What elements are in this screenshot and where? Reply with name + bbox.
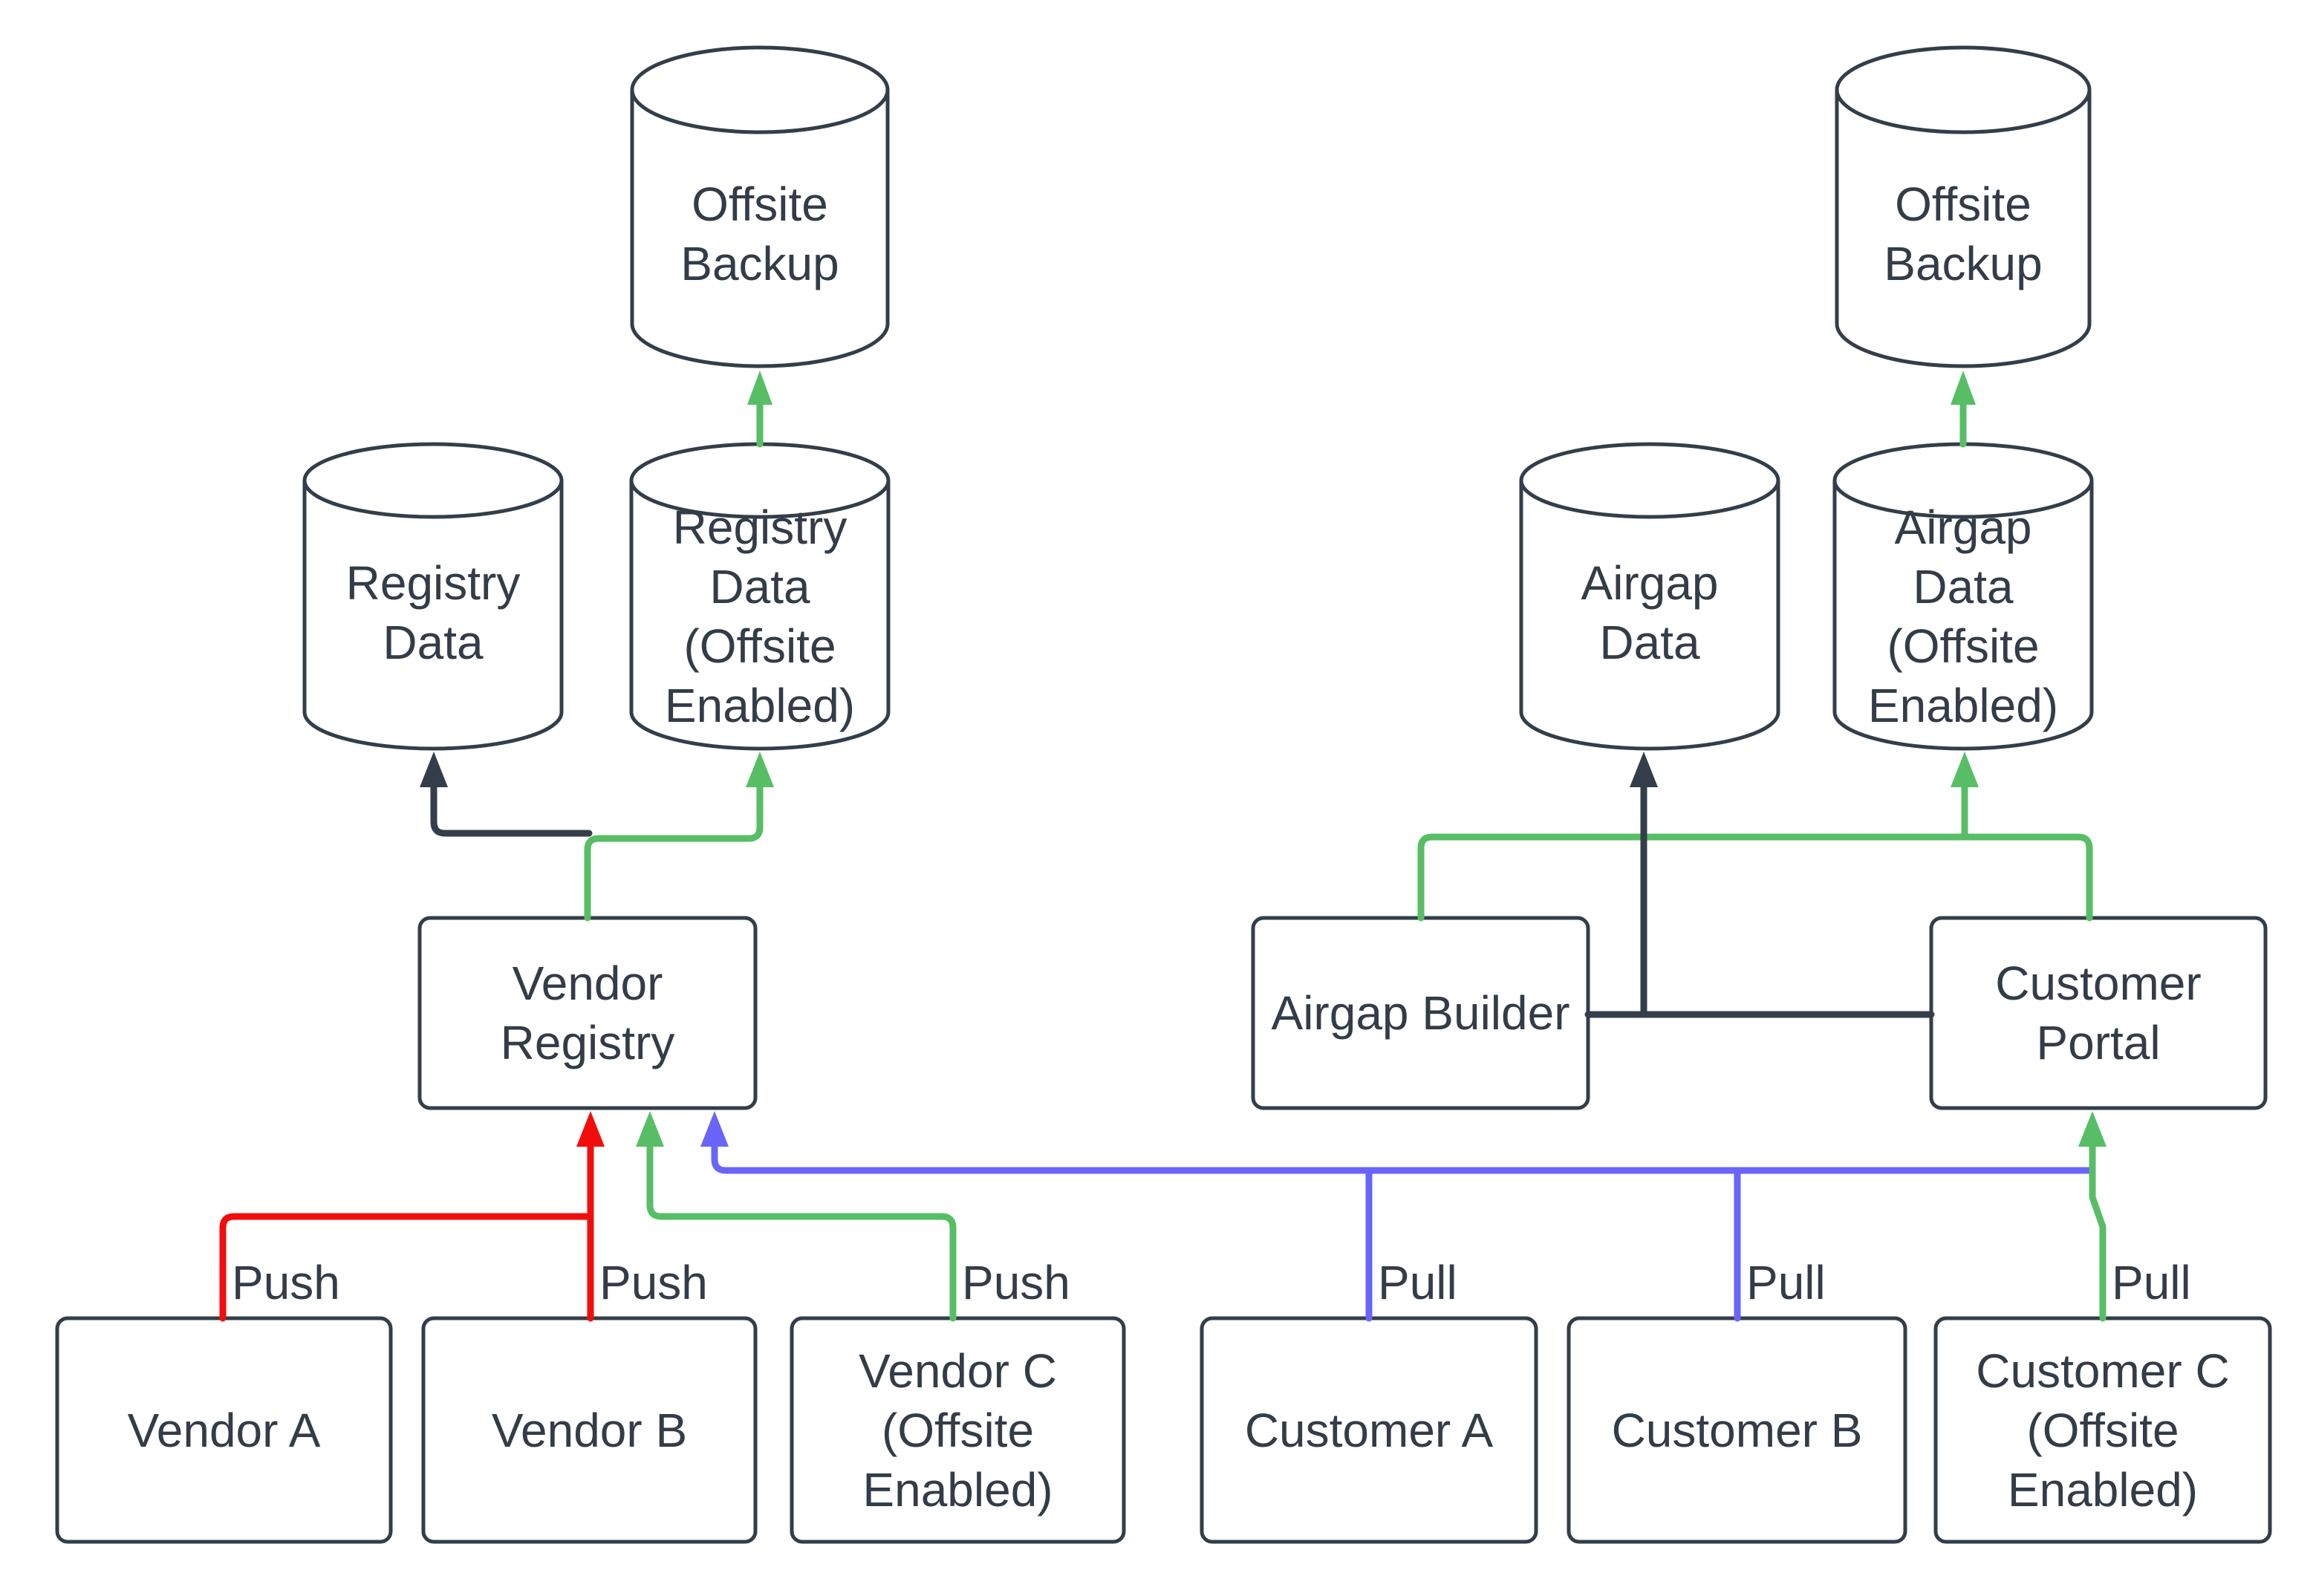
box-customer-c (1933, 1316, 2272, 1544)
arrowhead-registry-data-offsite (746, 752, 774, 787)
cylinder-body (1835, 90, 2092, 368)
cylinder-top (1835, 45, 2092, 134)
arrowhead-registry-data (420, 752, 448, 787)
cylinder-offsite-backup-right (1835, 45, 2092, 368)
cylinder-body (630, 90, 890, 368)
box-vendor-registry (417, 916, 758, 1110)
cylinder-body (629, 481, 891, 751)
box-airgap-builder (1251, 916, 1590, 1110)
box-customer-portal (1929, 916, 2268, 1110)
cylinder-body (1832, 481, 2094, 751)
arrowhead-airgap-data-offsite (1951, 752, 1979, 787)
cylinder-top (630, 45, 890, 134)
edge-vendor-c-to-vendor-registry (646, 1141, 957, 1322)
edge-customers-to-vendor-registry (711, 1141, 2093, 1174)
cylinder-top (629, 442, 891, 519)
edge-customer-c-to-customer-portal (2089, 1141, 2107, 1322)
cylinder-body (1519, 481, 1780, 751)
cylinder-airgap-data-offsite (1832, 442, 2094, 751)
cylinder-top (1519, 442, 1780, 519)
box-customer-a (1200, 1316, 1538, 1544)
arrowhead-customer-portal (2078, 1111, 2107, 1147)
cylinder-body (302, 481, 564, 751)
arrowhead-offsite-backup-right (1951, 371, 1976, 405)
cylinder-top (1832, 442, 2094, 519)
box-vendor-c (790, 1316, 1126, 1544)
arrowhead-vendor-registry-red (576, 1111, 605, 1147)
cylinder-airgap-data (1519, 442, 1780, 751)
edge-builder-portal-green-bus (1417, 833, 2093, 922)
arrowhead-airgap-data (1630, 752, 1658, 787)
edge-vendor-registry-to-registry-data-offsite (584, 782, 764, 922)
arrowhead-vendor-registry-green (636, 1111, 664, 1147)
arrowhead-offsite-backup-left (747, 371, 772, 405)
cylinder-registry-data (302, 442, 564, 751)
box-vendor-a (55, 1316, 393, 1544)
cylinder-registry-data-offsite (629, 442, 891, 751)
arrowhead-vendor-registry-blue (700, 1111, 729, 1147)
box-customer-b (1567, 1316, 1907, 1544)
box-vendor-b (421, 1316, 758, 1544)
cylinder-top (302, 442, 564, 519)
edge-vendor-registry-to-registry-data (430, 781, 593, 837)
cylinder-offsite-backup-left (630, 45, 890, 368)
edge-vendor-a-to-vendor-registry (219, 1213, 594, 1322)
